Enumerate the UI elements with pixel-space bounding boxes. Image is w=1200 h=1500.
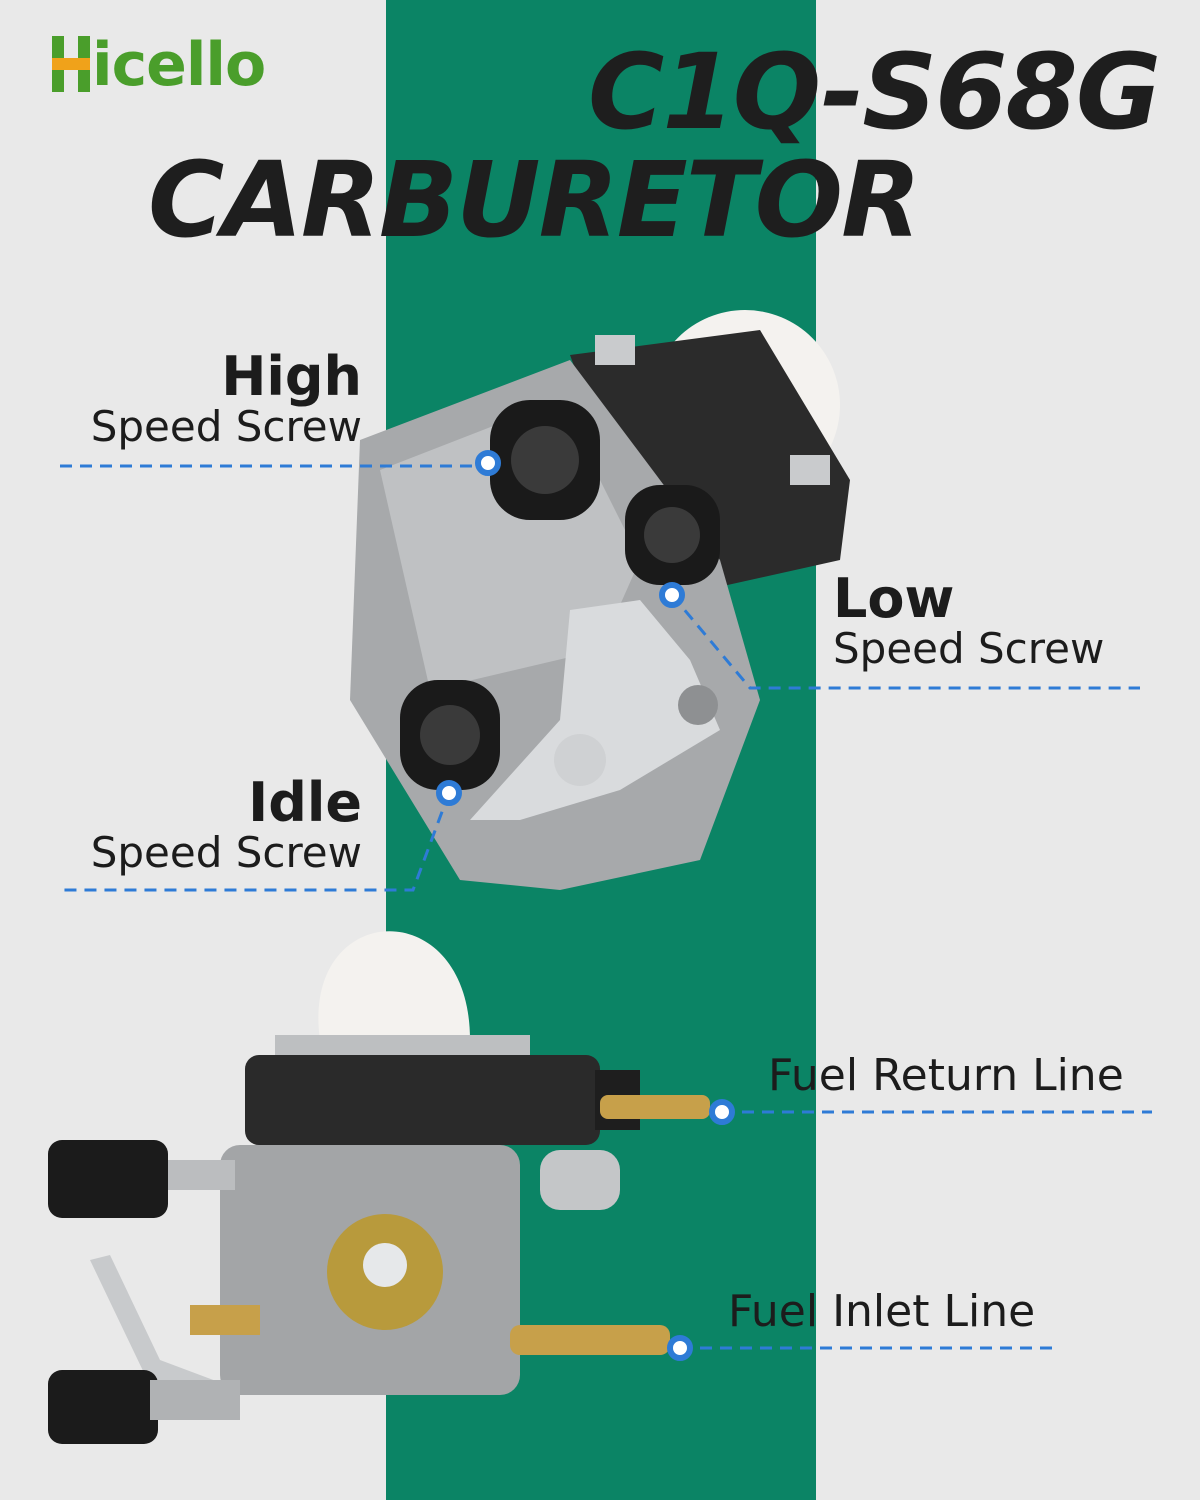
- product-type-title: CARBURETOR: [148, 139, 921, 261]
- brand-logo-text: icello: [92, 30, 266, 100]
- high-label: High: [221, 345, 362, 408]
- idle-label: Idle: [248, 771, 362, 834]
- brand-logo: [52, 36, 90, 92]
- low-label: Low: [833, 567, 955, 630]
- idle-sublabel: Speed Screw: [90, 828, 362, 877]
- carburetor-side-view: [48, 931, 710, 1444]
- low-sublabel: Speed Screw: [833, 624, 1105, 673]
- carburetor-top-view: [350, 310, 850, 890]
- fuel-inlet-label: Fuel Inlet Line: [728, 1286, 1036, 1337]
- product-model-title: C1Q-S68G: [588, 31, 1161, 153]
- high-sublabel: Speed Screw: [90, 402, 362, 451]
- fuel-return-label: Fuel Return Line: [768, 1050, 1124, 1101]
